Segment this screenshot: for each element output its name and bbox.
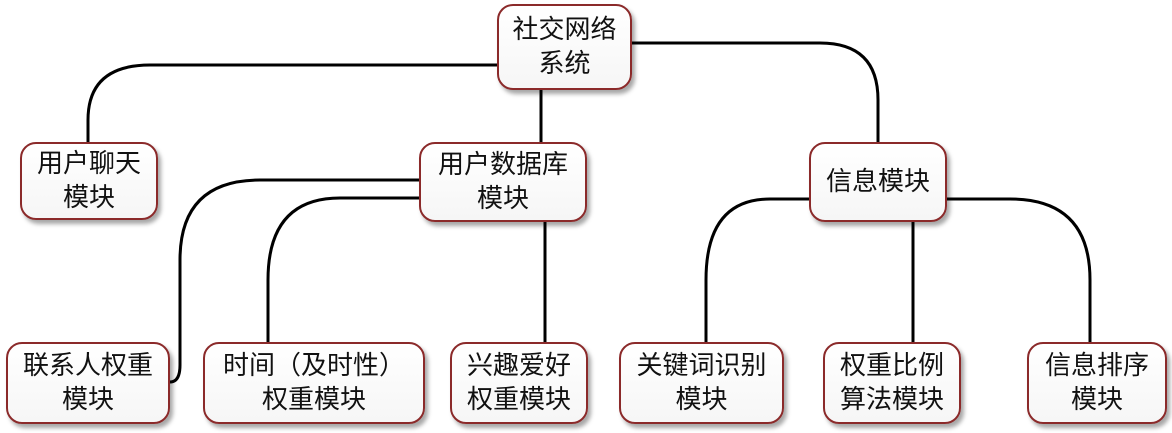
connector-userdb-time: [266, 196, 420, 343]
node-contact-weight-module: 联系人权重 模块: [6, 342, 170, 424]
node-weight-ratio-algorithm-module: 权重比例 算法模块: [823, 342, 961, 424]
node-label-line2: 模块: [62, 183, 115, 213]
node-label-line2: 系统: [538, 49, 591, 79]
node-time-weight-module: 时间（及时性） 权重模块: [203, 342, 425, 424]
connector-info-sort: [946, 197, 1092, 343]
connector-userdb-contact: [169, 178, 420, 384]
node-label-line1: 用户聊天: [36, 149, 141, 179]
connector-root-chat: [86, 63, 500, 143]
node-label-line2: 算法模块: [839, 385, 944, 415]
node-label-line1: 时间（及时性）: [222, 351, 405, 381]
node-label-line1: 信息排序: [1044, 351, 1149, 381]
connector-root-info: [630, 41, 880, 143]
node-label-line1: 联系人权重: [22, 351, 153, 381]
node-info-sort-module: 信息排序 模块: [1027, 342, 1167, 424]
node-label-line2: 模块: [61, 385, 114, 415]
node-interest-weight-module: 兴趣爱好 权重模块: [450, 342, 588, 424]
node-label-line2: 模块: [675, 385, 728, 415]
node-info-module: 信息模块: [809, 142, 947, 222]
node-label-line2: 权重模块: [466, 385, 571, 415]
node-user-chat-module: 用户聊天 模块: [20, 142, 158, 220]
node-label-line1: 兴趣爱好: [466, 351, 571, 381]
node-label-line1: 关键词识别: [636, 351, 767, 381]
node-label-line2: 权重模块: [261, 385, 366, 415]
node-user-database-module: 用户数据库 模块: [419, 142, 587, 222]
node-label-line1: 权重比例: [839, 351, 944, 381]
node-label-line1: 用户数据库: [437, 150, 568, 180]
connector-info-keyword: [704, 197, 810, 343]
node-label-line2: 模块: [1070, 385, 1123, 415]
node-social-network-system: 社交网络 系统: [497, 4, 632, 90]
node-label-line1: 社交网络: [512, 15, 617, 45]
node-label-line2: 模块: [476, 184, 529, 214]
node-keyword-recognition-module: 关键词识别 模块: [619, 342, 784, 424]
node-label-line1: 信息模块: [825, 167, 930, 197]
